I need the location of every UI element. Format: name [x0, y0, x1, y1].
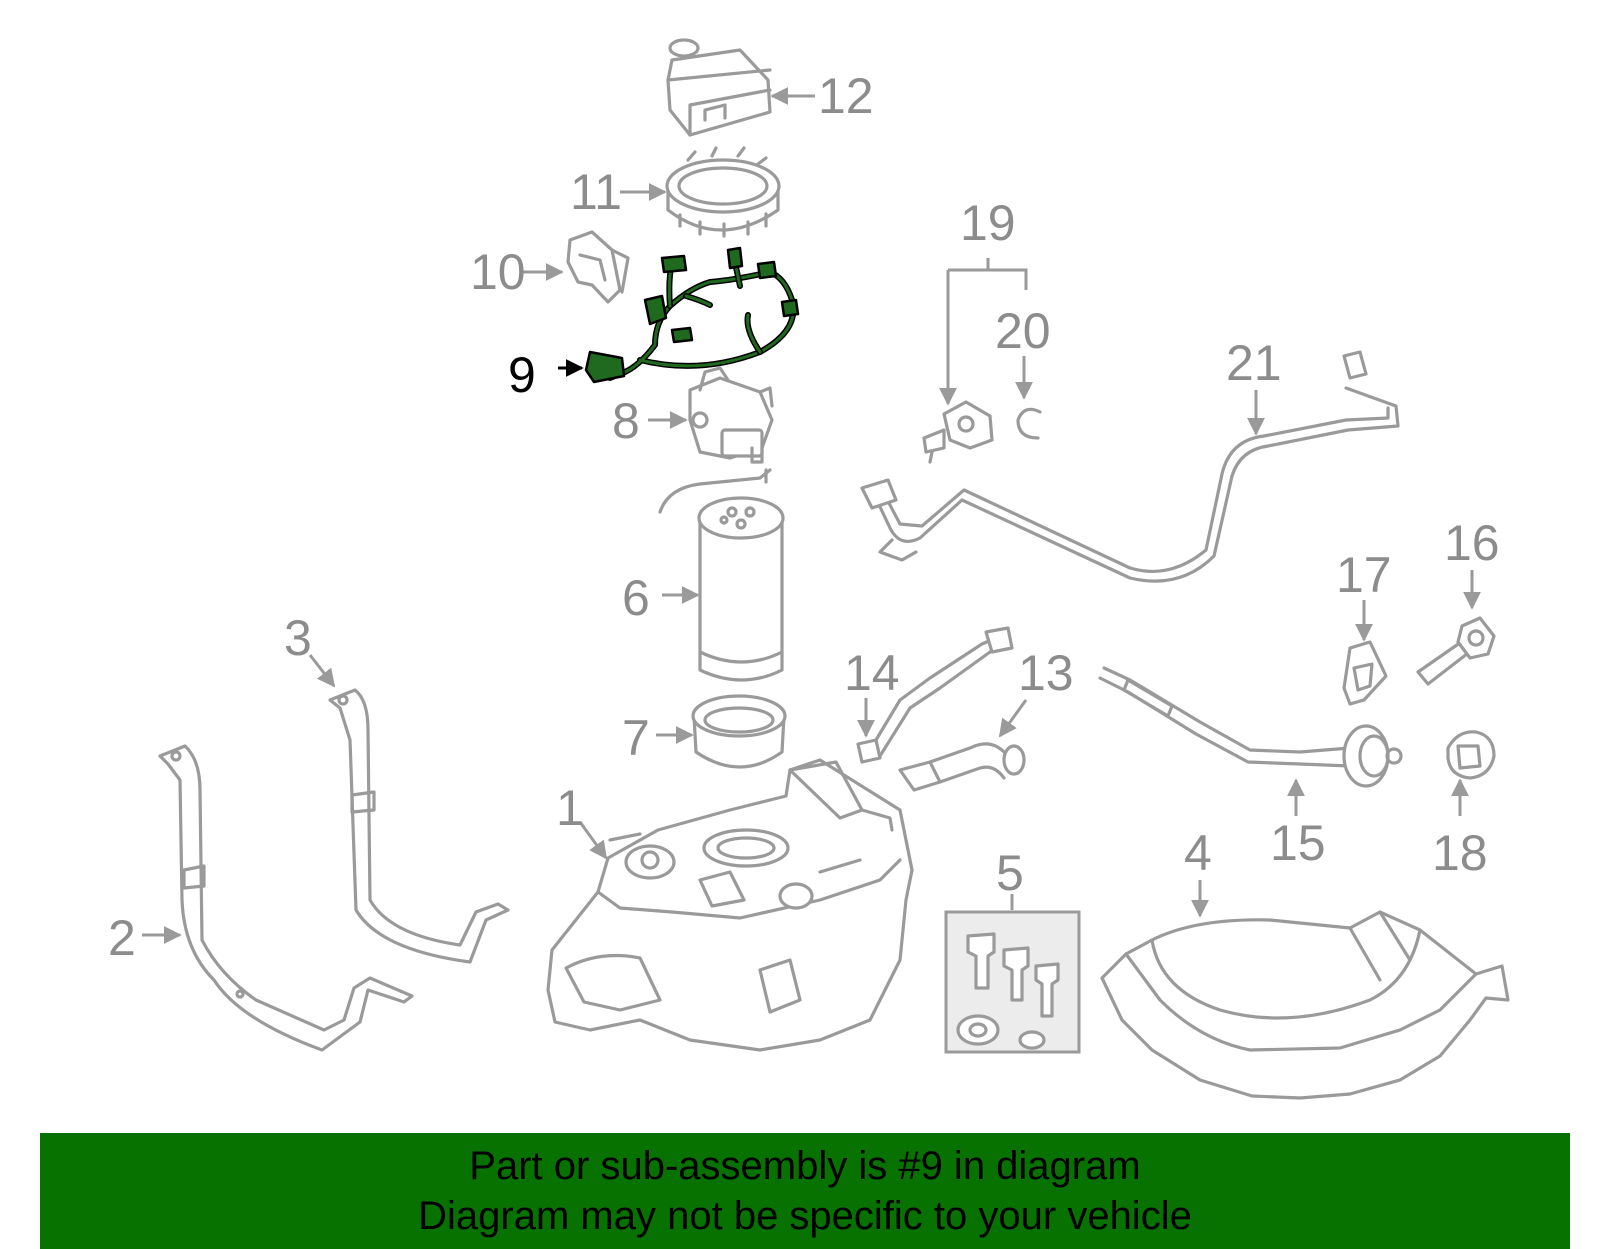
part-11-lock-ring	[665, 146, 781, 238]
notice-line-1: Part or sub-assembly is #9 in diagram	[469, 1144, 1141, 1188]
callout-16: 16	[1444, 515, 1500, 610]
part-16-bolt	[1416, 616, 1496, 686]
callout-4: 4	[1184, 825, 1212, 918]
part-4-heat-shield	[1100, 910, 1510, 1100]
part-19-valve	[922, 400, 994, 464]
svg-text:4: 4	[1184, 825, 1212, 881]
notice-line-2: Diagram may not be specific to your vehi…	[418, 1194, 1192, 1238]
callout-10: 10	[470, 244, 564, 300]
svg-text:18: 18	[1432, 825, 1488, 881]
svg-text:7: 7	[622, 710, 650, 766]
part-18-cap	[1446, 730, 1496, 780]
callout-5: 5	[996, 845, 1024, 910]
svg-text:12: 12	[818, 68, 874, 124]
parts-diagram: 12 11 10 9	[108, 38, 1510, 1100]
part-14-fuel-line	[856, 626, 1014, 764]
part-8-pump	[688, 366, 774, 464]
callout-18: 18	[1432, 778, 1488, 881]
svg-text:1: 1	[556, 780, 584, 836]
svg-text:13: 13	[1018, 645, 1074, 701]
callout-14: 14	[844, 645, 900, 738]
callout-19: 19	[939, 195, 1028, 406]
svg-text:5: 5	[996, 845, 1024, 901]
callout-21: 21	[1226, 335, 1282, 436]
svg-text:3: 3	[284, 610, 312, 666]
svg-text:8: 8	[612, 393, 640, 449]
svg-text:17: 17	[1336, 547, 1392, 603]
part-1-fuel-tank	[546, 758, 914, 1052]
svg-text:21: 21	[1226, 335, 1282, 391]
callout-8: 8	[612, 393, 688, 449]
part-5-hardware-kit	[944, 910, 1081, 1054]
part-20-clip	[1016, 407, 1042, 440]
callout-6: 6	[622, 570, 700, 626]
callout-13: 13	[998, 645, 1074, 738]
svg-text:9: 9	[508, 347, 536, 403]
callout-17: 17	[1336, 547, 1392, 642]
svg-text:6: 6	[622, 570, 650, 626]
callout-2: 2	[108, 910, 182, 966]
svg-text:10: 10	[470, 244, 526, 300]
callout-9: 9	[508, 347, 584, 403]
svg-text:2: 2	[108, 910, 136, 966]
callout-15: 15	[1270, 778, 1326, 871]
svg-text:20: 20	[995, 303, 1051, 359]
callout-1: 1	[556, 780, 608, 860]
part-3-strap	[328, 688, 510, 964]
part-17-clip	[1342, 640, 1388, 706]
svg-text:16: 16	[1444, 515, 1500, 571]
svg-text:19: 19	[960, 195, 1016, 251]
notice-banner: Part or sub-assembly is #9 in diagram Di…	[40, 1133, 1570, 1249]
part-7-seal	[691, 694, 787, 769]
part-12-cover	[666, 38, 772, 137]
part-21-vent-line	[860, 350, 1400, 583]
callout-3: 3	[284, 610, 336, 688]
part-9-wiring-harness	[584, 246, 800, 384]
part-10-clip	[566, 230, 630, 304]
callout-20: 20	[995, 303, 1051, 400]
callout-7: 7	[622, 710, 694, 766]
part-13-hose	[898, 742, 1026, 792]
callout-11: 11	[570, 164, 667, 220]
part-6-filter	[658, 468, 785, 682]
part-15-filler-neck	[1098, 666, 1403, 788]
svg-text:14: 14	[844, 645, 900, 701]
callout-12: 12	[770, 68, 874, 124]
part-2-strap	[158, 744, 414, 1052]
svg-text:11: 11	[570, 164, 622, 220]
svg-text:15: 15	[1270, 815, 1326, 871]
